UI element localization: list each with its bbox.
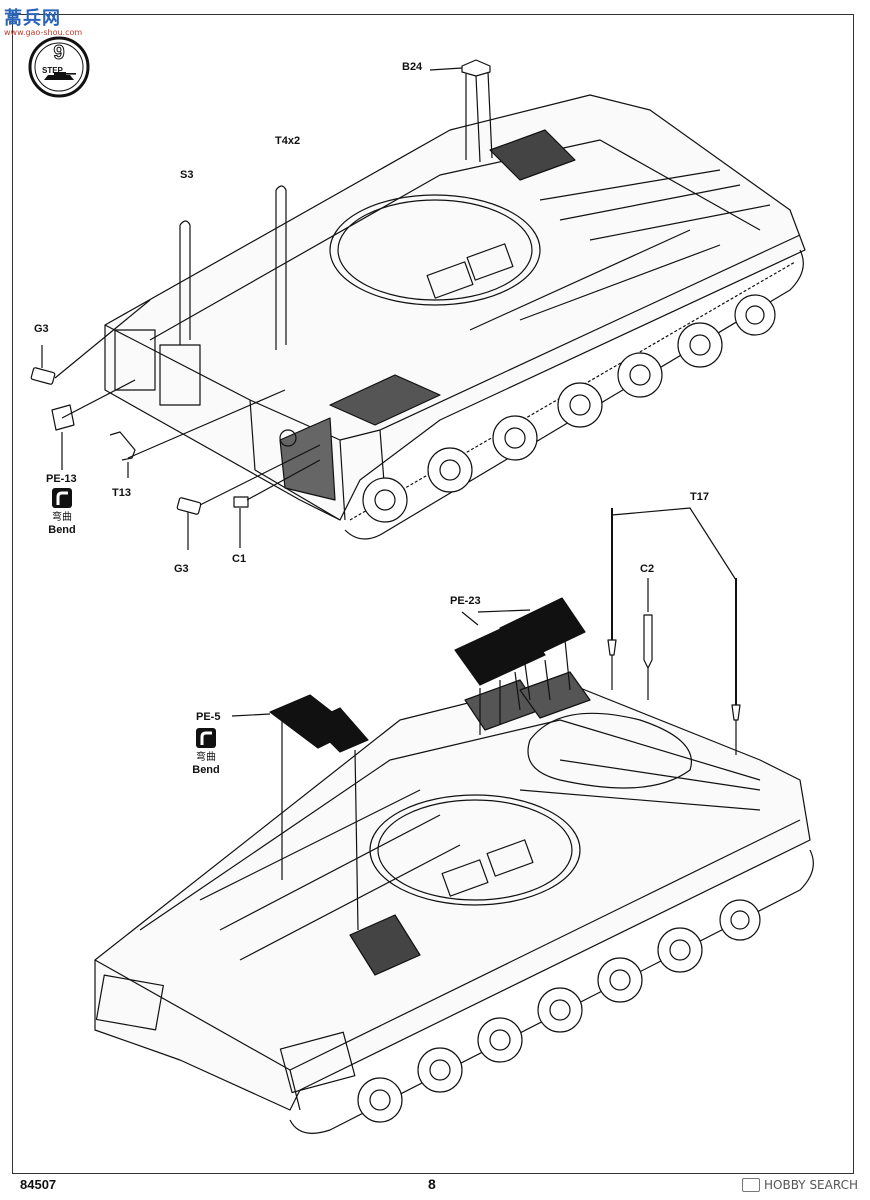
watermark-url: www.gao-shou.com [4, 28, 83, 37]
part-label-t17: T17 [690, 491, 709, 503]
bend-note-cn: 弯曲 [52, 512, 72, 523]
hobby-search-watermark: HOBBY SEARCH [742, 1178, 858, 1192]
part-label-s3: S3 [180, 169, 194, 181]
part-label-b24: B24 [402, 61, 423, 73]
bend-note-en: Bend [48, 523, 76, 536]
part-label-c2: C2 [640, 563, 655, 575]
bend-note-bottom: 弯曲 Bend [184, 752, 228, 776]
step-badge-icon [28, 36, 90, 98]
watermark: 蒿兵网 www.gao-shou.com [4, 4, 82, 37]
bottom-vehicle-hull [94, 671, 811, 1111]
hobby-search-logo-icon [742, 1178, 761, 1192]
step-badge: 9 STEP [28, 36, 90, 98]
part-label-pe23: PE-23 [450, 595, 481, 607]
step-label: STEP [42, 66, 63, 75]
bend-icon [196, 728, 216, 748]
step-number: 9 [53, 42, 65, 65]
top-vehicle-hull [104, 94, 806, 521]
bend-note-cn: 弯曲 [196, 752, 216, 763]
top-vehicle-parts [30, 59, 493, 550]
part-label-t13: T13 [112, 487, 131, 499]
bottom-vehicle-parts [231, 507, 741, 931]
part-label-c1: C1 [232, 553, 247, 565]
top-vehicle-tracks [344, 249, 804, 540]
hobby-search-text: HOBBY SEARCH [764, 1178, 858, 1192]
bottom-vehicle-tracks [289, 849, 814, 1134]
page-number: 8 [428, 1176, 436, 1192]
bend-note-top: 弯曲 Bend [40, 512, 84, 536]
part-label-g3-top: G3 [34, 323, 49, 335]
part-label-pe5: PE-5 [196, 711, 221, 723]
watermark-text: 蒿兵网 [4, 8, 61, 29]
bend-icon [52, 488, 72, 508]
bend-note-en: Bend [192, 763, 220, 776]
product-code: 84507 [20, 1177, 57, 1192]
part-label-t4x2: T4x2 [275, 135, 301, 147]
part-label-pe13: PE-13 [46, 473, 77, 485]
part-label-g3-bottom: G3 [174, 563, 189, 575]
page-border [12, 14, 854, 1174]
